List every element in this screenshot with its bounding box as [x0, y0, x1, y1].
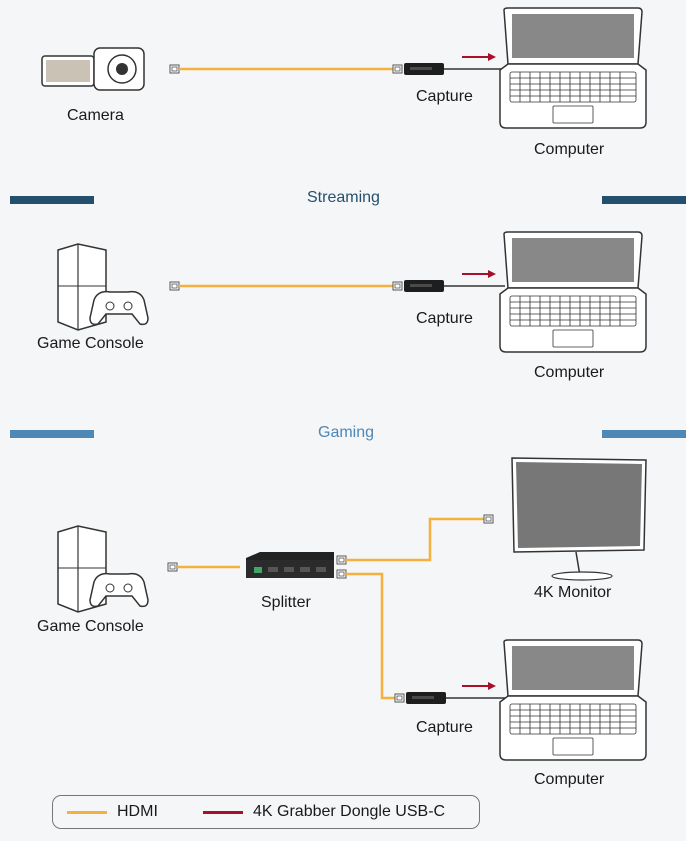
- monitor-icon: [511, 457, 647, 581]
- monitor-label: 4K Monitor: [534, 584, 612, 601]
- hdmi-plug-icon: [169, 281, 180, 291]
- hdmi-plug-icon: [394, 693, 405, 703]
- splitter-icon: [246, 552, 334, 578]
- laptop-icon: [499, 639, 647, 761]
- game-console-label: Game Console: [37, 335, 144, 352]
- capture-label: Capture: [416, 310, 473, 327]
- laptop-icon: [499, 231, 647, 353]
- legend-hdmi-label: HDMI: [117, 803, 158, 820]
- camera-label: Camera: [67, 107, 124, 124]
- capture-dongle-icon: [404, 63, 444, 75]
- splitter-label: Splitter: [261, 594, 311, 611]
- laptop-icon: [499, 7, 647, 129]
- game-console-label: Game Console: [37, 618, 144, 635]
- hdmi-plug-icon: [167, 562, 178, 572]
- hdmi-plug-icon: [392, 64, 403, 74]
- hdmi-plug-icon: [392, 281, 403, 291]
- computer-label: Computer: [534, 364, 605, 381]
- capture-dongle-icon: [404, 280, 444, 292]
- controller-icon: [89, 572, 149, 608]
- capture-label: Capture: [416, 88, 473, 105]
- capture-label: Capture: [416, 719, 473, 736]
- computer-label: Computer: [534, 141, 605, 158]
- legend: HDMI 4K Grabber Dongle USB-C: [52, 795, 480, 829]
- capture-dongle-icon: [406, 692, 446, 704]
- hdmi-plug-icon: [169, 64, 180, 74]
- legend-usb-c-label: 4K Grabber Dongle USB-C: [253, 803, 446, 820]
- hdmi-plug-icon: [336, 569, 347, 579]
- camera-icon: [41, 47, 145, 91]
- arrow-right-icon: [462, 682, 496, 690]
- legend-hdmi-swatch: [67, 811, 107, 814]
- computer-label: Computer: [534, 771, 605, 788]
- section-title-streaming: Streaming: [307, 189, 380, 206]
- hdmi-plug-icon: [336, 555, 347, 565]
- legend-usb-c-swatch: [203, 811, 243, 814]
- arrow-right-icon: [462, 53, 496, 61]
- hdmi-plug-icon: [483, 514, 494, 524]
- arrow-right-icon: [462, 270, 496, 278]
- section-title-gaming: Gaming: [318, 424, 375, 441]
- controller-icon: [89, 290, 149, 326]
